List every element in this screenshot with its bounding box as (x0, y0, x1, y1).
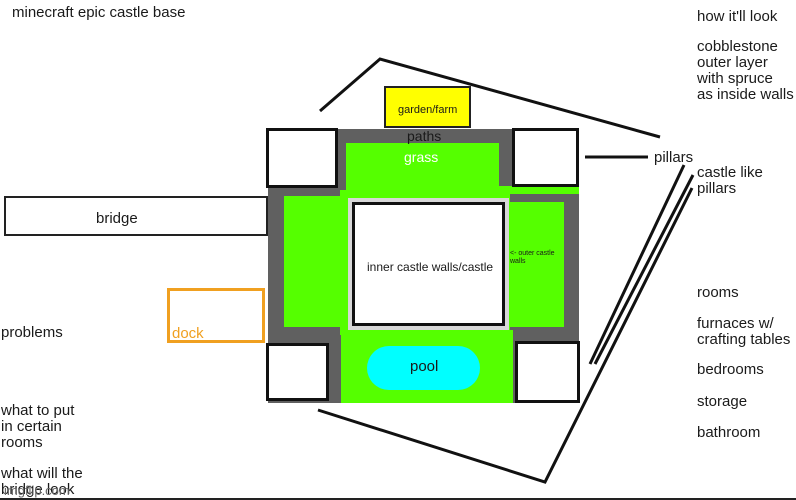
note-castle-pillars: castle like pillars (697, 164, 763, 197)
pillar-top-left (266, 128, 338, 188)
bridge-label: bridge (96, 210, 138, 227)
grass-right (505, 202, 564, 327)
pool-label: pool (410, 358, 439, 375)
bottom-rule (0, 498, 796, 500)
inner-castle-label: inner castle walls/castle (367, 260, 494, 274)
right-pointer-line-2 (593, 174, 695, 365)
right-pointer-line-1 (588, 164, 686, 365)
inner-castle: inner castle walls/castle (348, 198, 509, 330)
pillar-bottom-left (266, 343, 329, 401)
note-cobblestone: cobblestone outer layer with spruce as i… (697, 38, 794, 103)
note-bridge-question: what will the bridge look (1, 465, 83, 498)
note-problems: problems (1, 324, 63, 341)
outer-walls-label: <- outer castle walls (510, 250, 555, 265)
grass-left (284, 196, 348, 327)
top-connector-line (319, 57, 661, 139)
dock-box: dock (167, 288, 265, 343)
note-how-it-looks: how it'll look (697, 8, 778, 25)
note-furnaces: furnaces w/ crafting tables (697, 315, 791, 348)
bridge-box: bridge (4, 196, 268, 236)
inner-castle-wall: inner castle walls/castle (352, 202, 505, 326)
note-rooms: rooms (697, 284, 739, 301)
garden-box: garden/farm (384, 86, 471, 128)
dock-label: dock (172, 325, 204, 342)
grass-label: grass (404, 149, 439, 165)
garden-label: garden/farm (398, 104, 458, 116)
note-storage: storage (697, 393, 748, 410)
paths-label: paths (407, 128, 442, 144)
bottom-connector-line (317, 187, 694, 484)
note-bathroom: bathroom (697, 424, 761, 441)
pillar-top-right (512, 128, 579, 187)
pool: pool (367, 346, 480, 390)
note-what-to-put: what to put in certain rooms (1, 402, 75, 451)
grass-right-strip (499, 186, 579, 194)
page-title: minecraft epic castle base (12, 4, 186, 21)
note-pillars: pillars (654, 149, 694, 166)
note-bedrooms: bedrooms (697, 361, 764, 378)
pillar-bottom-right (515, 341, 580, 403)
watermark: imgflip.com (4, 483, 70, 498)
